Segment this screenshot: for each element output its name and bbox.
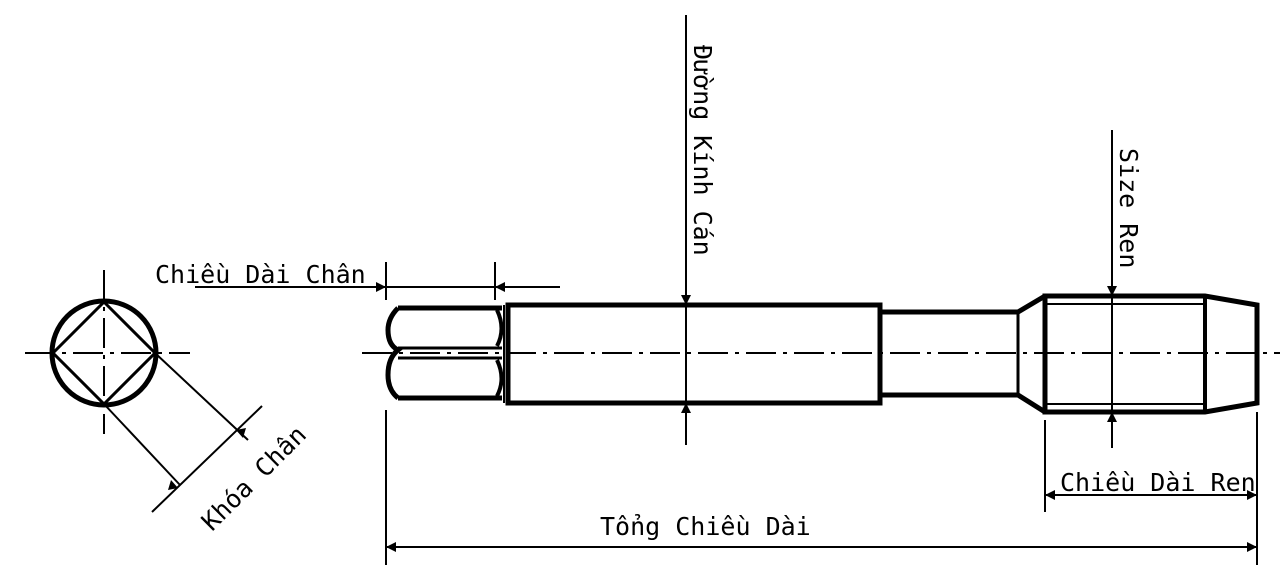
shank-length-label: Chiều Dài Chân <box>155 260 366 289</box>
square-end <box>385 305 502 401</box>
thread-length-label: Chiều Dài Ren <box>1060 468 1256 497</box>
end-view: Khóa Chân <box>25 270 312 536</box>
side-view: Chiều Dài Chân Đường Kính Cán Size Ren C… <box>155 15 1280 565</box>
total-length-label: Tổng Chiều Dài <box>600 512 811 541</box>
shank-diameter-label: Đường Kính Cán <box>688 45 717 256</box>
square-key-label: Khóa Chân <box>196 420 312 536</box>
thread-size-label: Size Ren <box>1114 148 1143 268</box>
square-key-dimension <box>151 405 263 513</box>
shank <box>505 302 883 406</box>
